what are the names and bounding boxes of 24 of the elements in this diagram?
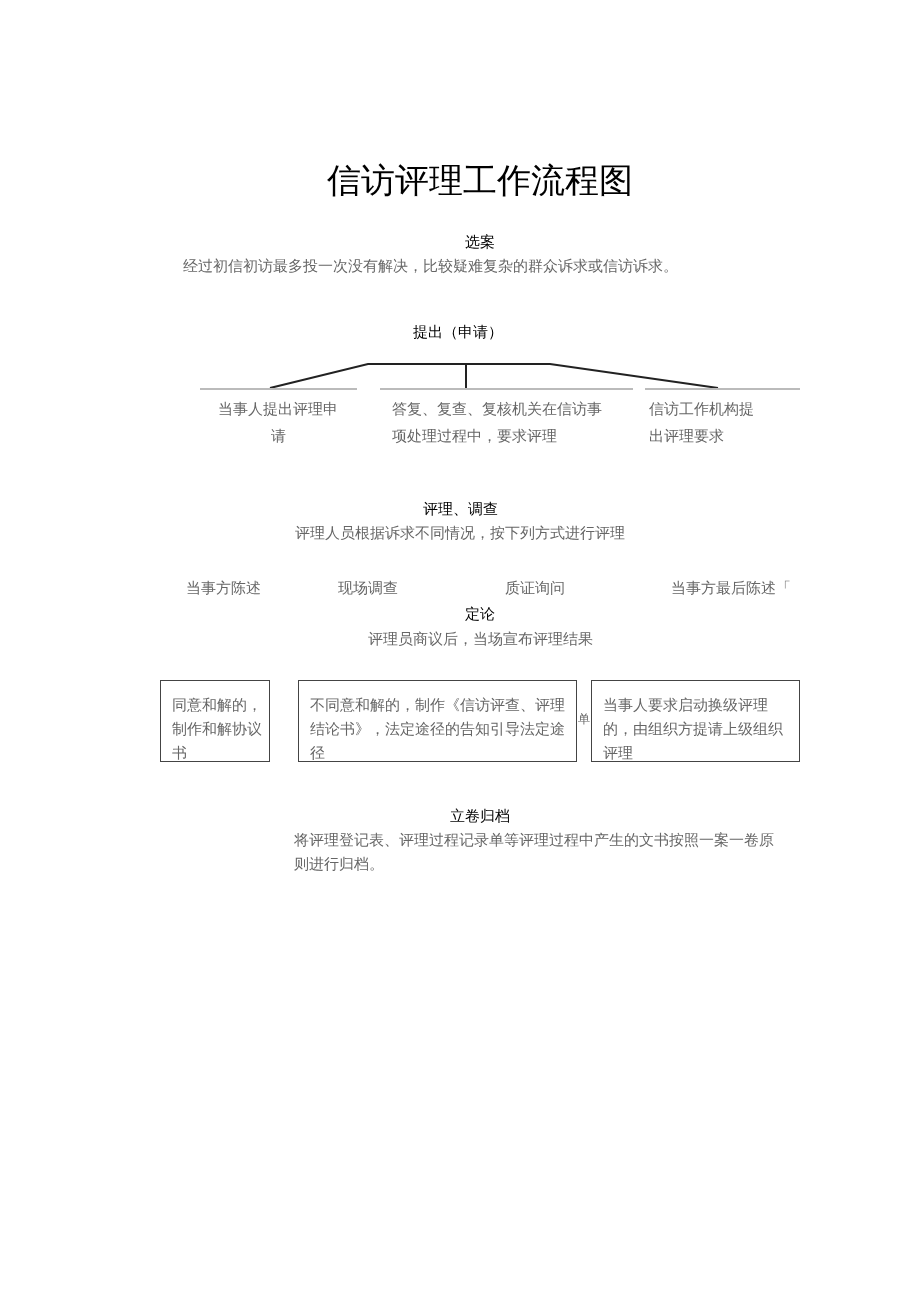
description: 经过初信初访最多投一次没有解决，比较疑难复杂的群众诉求或信访诉求。 [183, 257, 678, 275]
outcome-box: 同意和解的，制作和解协议书 [160, 680, 270, 762]
step-heading: 立卷归档 [450, 807, 510, 825]
description: 将评理登记表、评理过程记录单等评理过程中产生的文书按照一案一卷原则进行归档。 [294, 830, 775, 875]
description: 评理人员根据诉求不同情况，按下列方式进行评理 [295, 524, 625, 542]
step-heading: 提出（申请） [411, 322, 504, 343]
connector-line [269, 363, 467, 389]
branch-text: 信访工作机构提出评理要求 [649, 399, 755, 447]
branch-text: 答复、复查、复核机关在信访事项处理过程中，要求评理 [392, 399, 603, 447]
stray-character: 单 [578, 712, 590, 726]
method-text: 当事方最后陈述「 [671, 579, 791, 597]
connector-line [465, 363, 467, 389]
step-heading: 评理、调查 [422, 500, 498, 518]
outcome-box: 不同意和解的，制作《信访评查、评理结论书》，法定途径的告知引导法定途径 [298, 680, 577, 762]
step-heading: 选案 [465, 233, 495, 251]
method-text: 质证询问 [505, 579, 565, 597]
branch-text: 当事人提出评理申请 [218, 399, 338, 447]
step-heading: 定论 [465, 605, 495, 623]
connector-line [465, 363, 719, 389]
method-text: 当事方陈述 [186, 579, 261, 597]
method-text: 现场调查 [338, 579, 398, 597]
outcome-box: 当事人要求启动换级评理的，由组织方提请上级组织评理 [591, 680, 800, 762]
title: 信访评理工作流程图 [327, 160, 633, 200]
description: 评理员商议后，当场宣布评理结果 [367, 630, 593, 648]
